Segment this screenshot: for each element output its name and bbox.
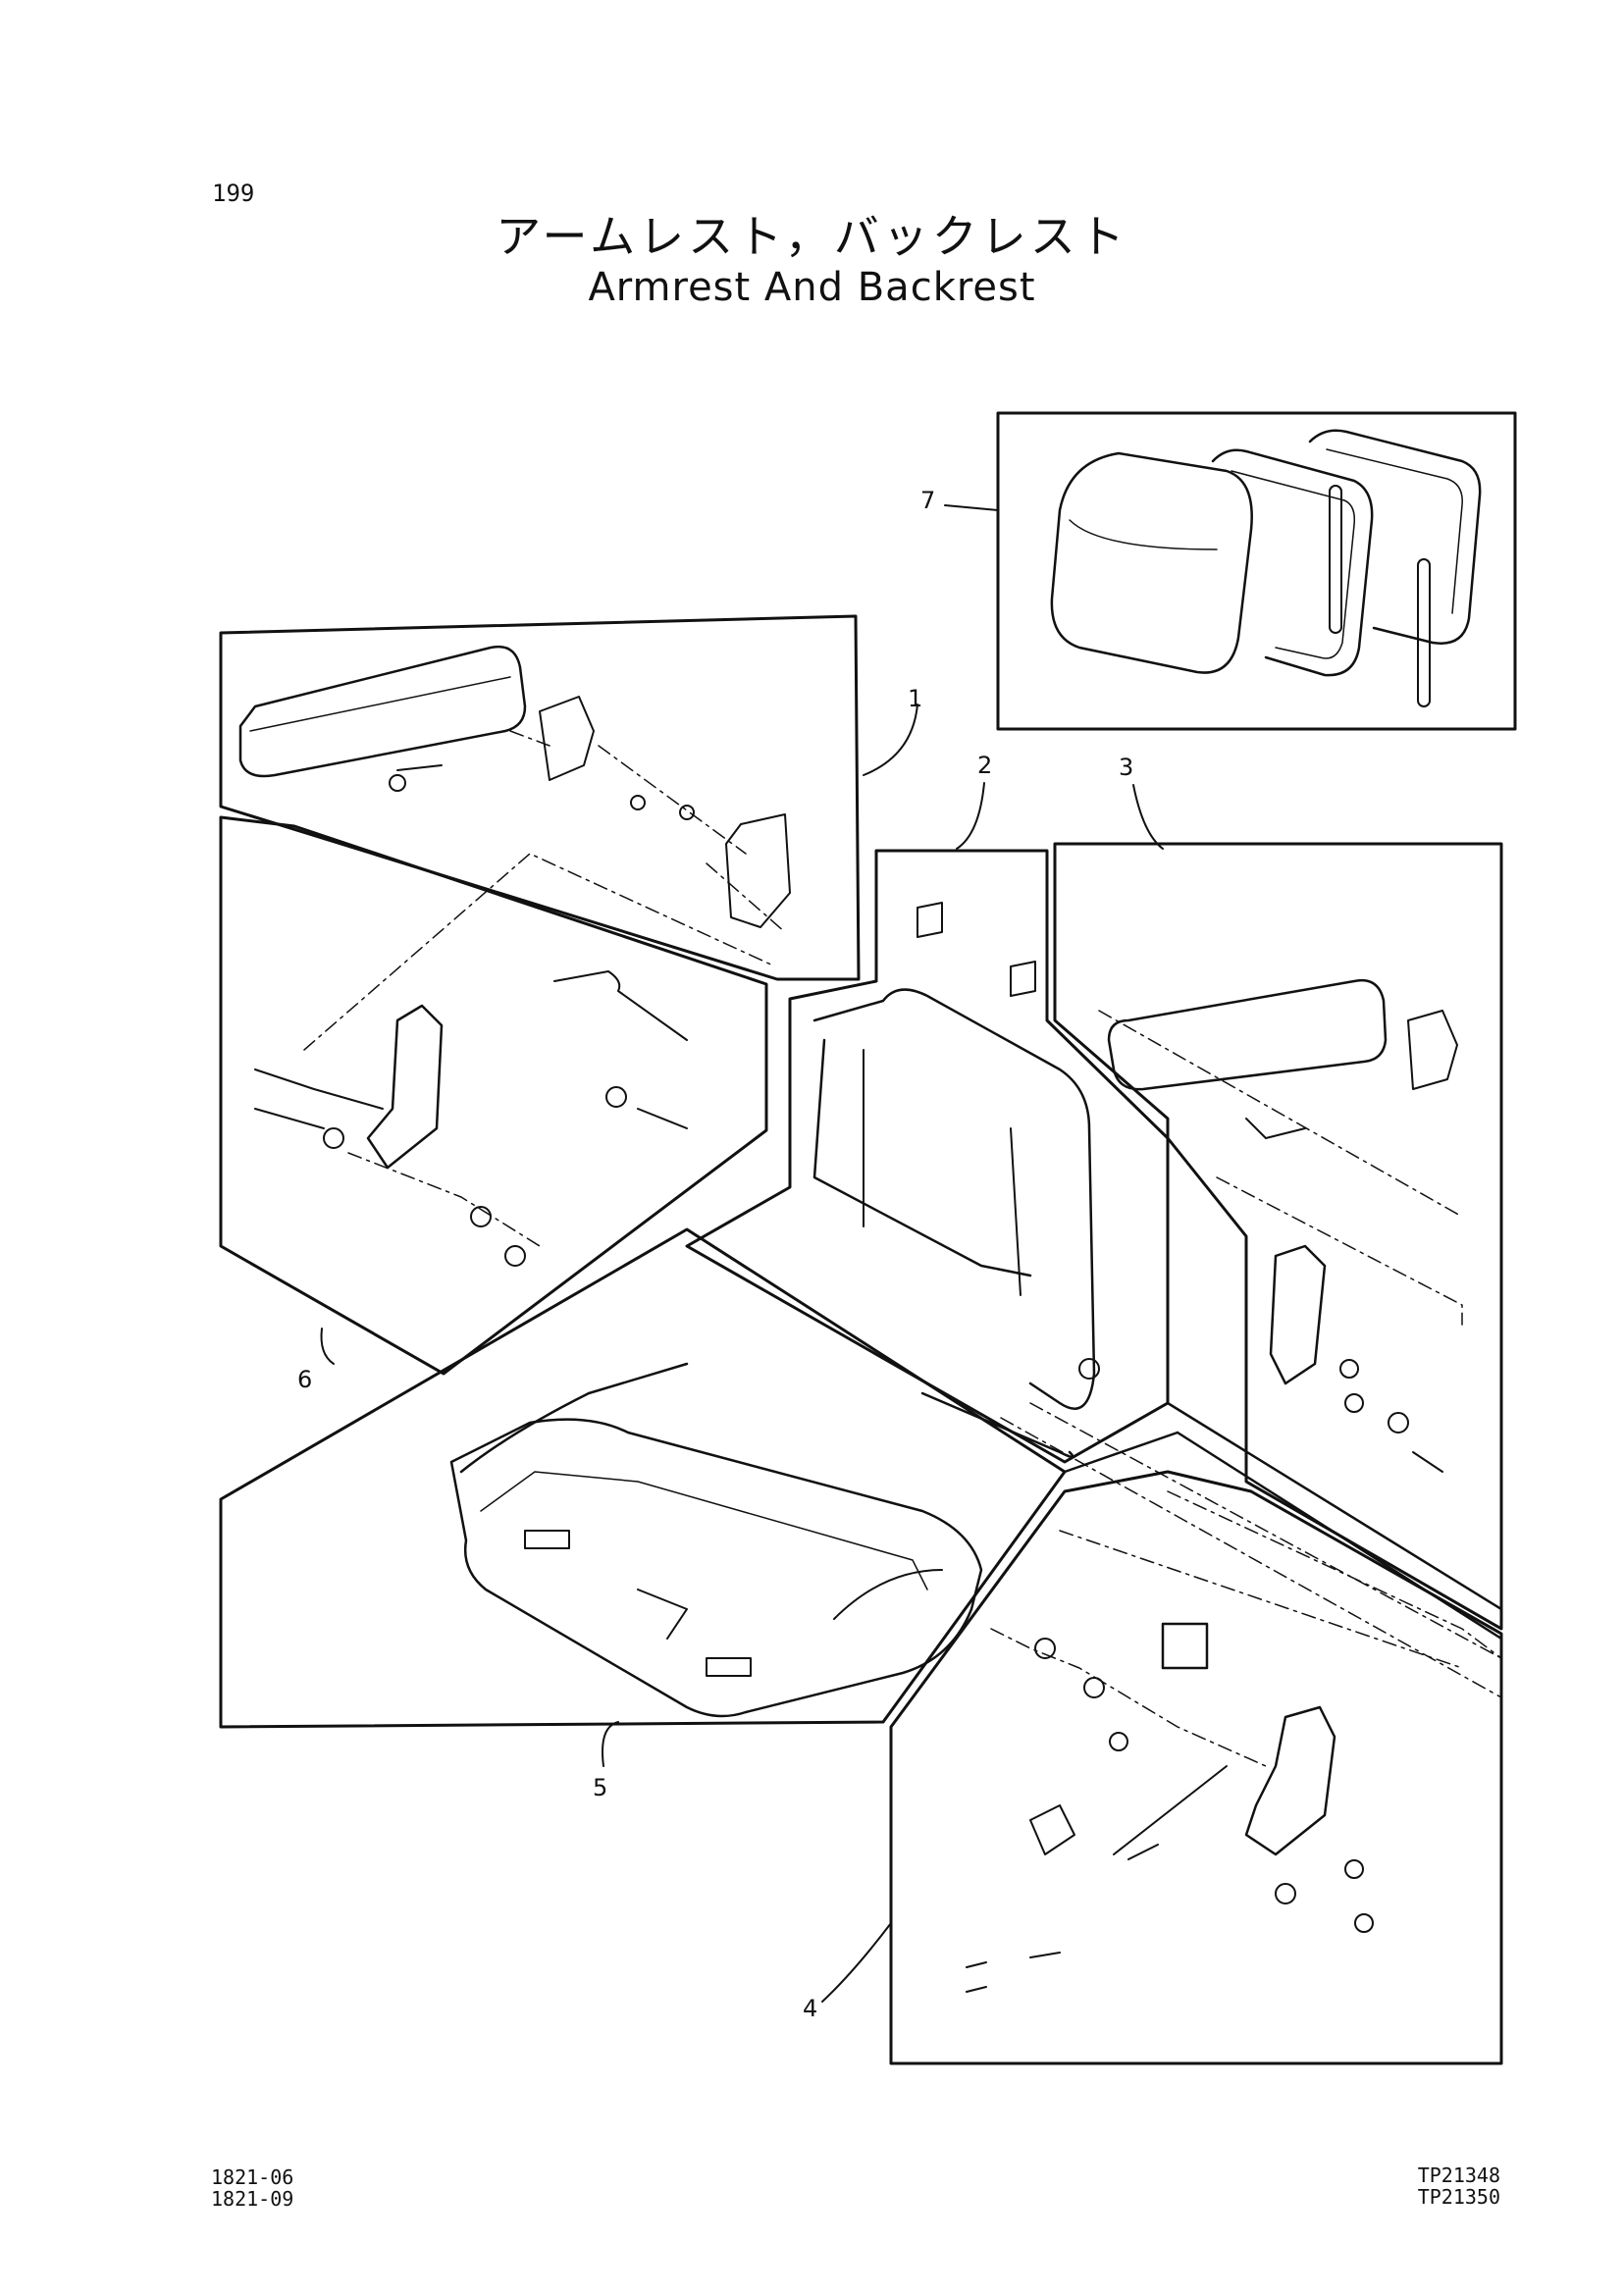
callout-1: 1 [908, 685, 922, 712]
callout-5: 5 [593, 1774, 607, 1801]
title-english: Armrest And Backrest [588, 265, 1036, 310]
bracket-right-group-4 [889, 1470, 1503, 2065]
headrest-group-7 [996, 411, 1517, 731]
footer-right-code: TP21350 [1417, 2185, 1500, 2209]
callout-3: 3 [1119, 754, 1133, 781]
backrest-frame-group-2 [685, 849, 1170, 1464]
callout-6: 6 [297, 1366, 312, 1393]
seat-cushion-group-5 [219, 1227, 1067, 1729]
footer-right-code: TP21348 [1417, 2164, 1500, 2187]
footer-left-codes: 1821-06 1821-09 [211, 2166, 293, 2210]
callout-7: 7 [920, 487, 935, 514]
page-number: 199 [212, 180, 255, 207]
callout-2: 2 [977, 752, 992, 779]
armrest-left-group-1 [219, 614, 861, 981]
footer-left-code: 1821-06 [211, 2165, 294, 2189]
armrest-right-group-3 [1053, 842, 1503, 1631]
callout-4: 4 [803, 1995, 817, 2022]
title-japanese: アームレスト，バックレスト [496, 210, 1128, 263]
footer-left-code: 1821-09 [211, 2187, 294, 2211]
bracket-left-group-6 [219, 815, 776, 1376]
footer-right-codes: TP21348 TP21350 [1418, 2164, 1500, 2208]
